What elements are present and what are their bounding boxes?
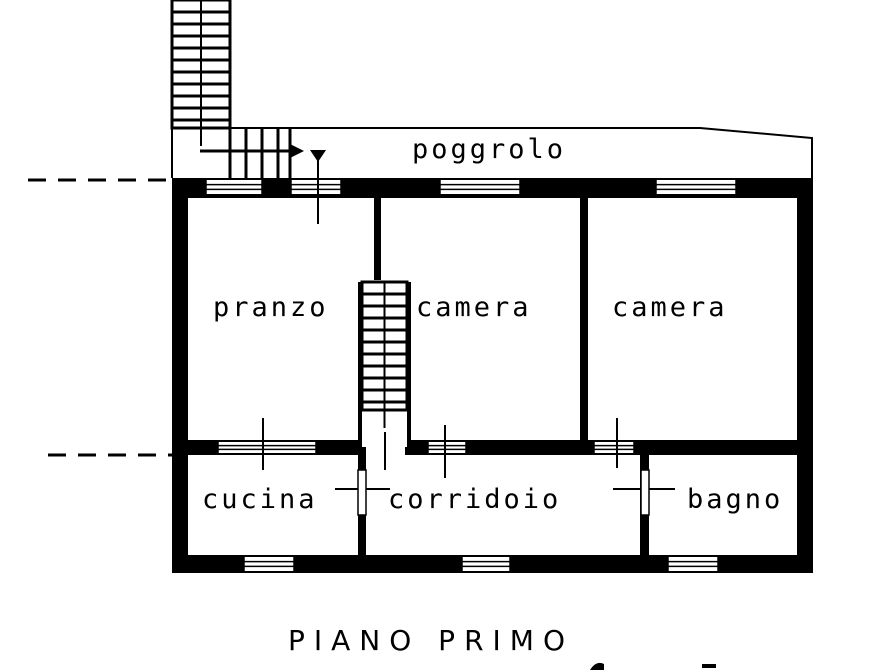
internal-staircase bbox=[360, 280, 409, 447]
window bbox=[427, 442, 467, 453]
window bbox=[290, 180, 342, 194]
room-label-camera-1: camera bbox=[416, 292, 532, 323]
dimension-dashed-lines bbox=[28, 178, 172, 457]
window bbox=[439, 180, 521, 194]
window bbox=[461, 557, 511, 571]
stair-direction-arrows bbox=[290, 144, 326, 162]
arrow-down-icon bbox=[310, 150, 326, 162]
room-label-bagno: bagno bbox=[687, 484, 783, 515]
plan-title: PIANO PRIMO bbox=[288, 624, 574, 657]
window-opening bbox=[428, 442, 466, 453]
door-markers bbox=[262, 160, 675, 516]
window bbox=[667, 557, 719, 571]
window bbox=[217, 442, 317, 453]
window-opening bbox=[668, 557, 718, 571]
window-opening bbox=[462, 557, 510, 571]
room-labels: pranzo camera camera cucina corridoio bagno po… bbox=[202, 134, 783, 515]
window-opening bbox=[291, 180, 341, 194]
room-label-corridoio: corridoio bbox=[388, 484, 561, 515]
window-opening bbox=[656, 180, 736, 194]
wall-segment bbox=[797, 178, 813, 573]
window-opening bbox=[244, 557, 294, 571]
wall-segment bbox=[172, 178, 188, 573]
window bbox=[655, 180, 737, 194]
wall-segment bbox=[580, 198, 588, 448]
window bbox=[205, 180, 263, 194]
door-opening bbox=[640, 469, 650, 516]
door-opening bbox=[357, 469, 367, 516]
window bbox=[593, 442, 635, 453]
room-label-cucina: cucina bbox=[202, 484, 318, 515]
arrow-right-icon bbox=[290, 144, 304, 158]
room-label-pranzo: pranzo bbox=[213, 292, 329, 323]
window-opening bbox=[206, 180, 262, 194]
room-label-camera-2: camera bbox=[612, 292, 728, 323]
window-opening bbox=[440, 180, 520, 194]
window-opening bbox=[218, 442, 316, 453]
window bbox=[243, 557, 295, 571]
windows bbox=[205, 180, 737, 571]
wall-segment bbox=[374, 198, 381, 280]
room-label-poggiolo: poggrolo bbox=[412, 134, 566, 165]
window-opening bbox=[594, 442, 634, 453]
cropped-marks bbox=[590, 662, 716, 670]
